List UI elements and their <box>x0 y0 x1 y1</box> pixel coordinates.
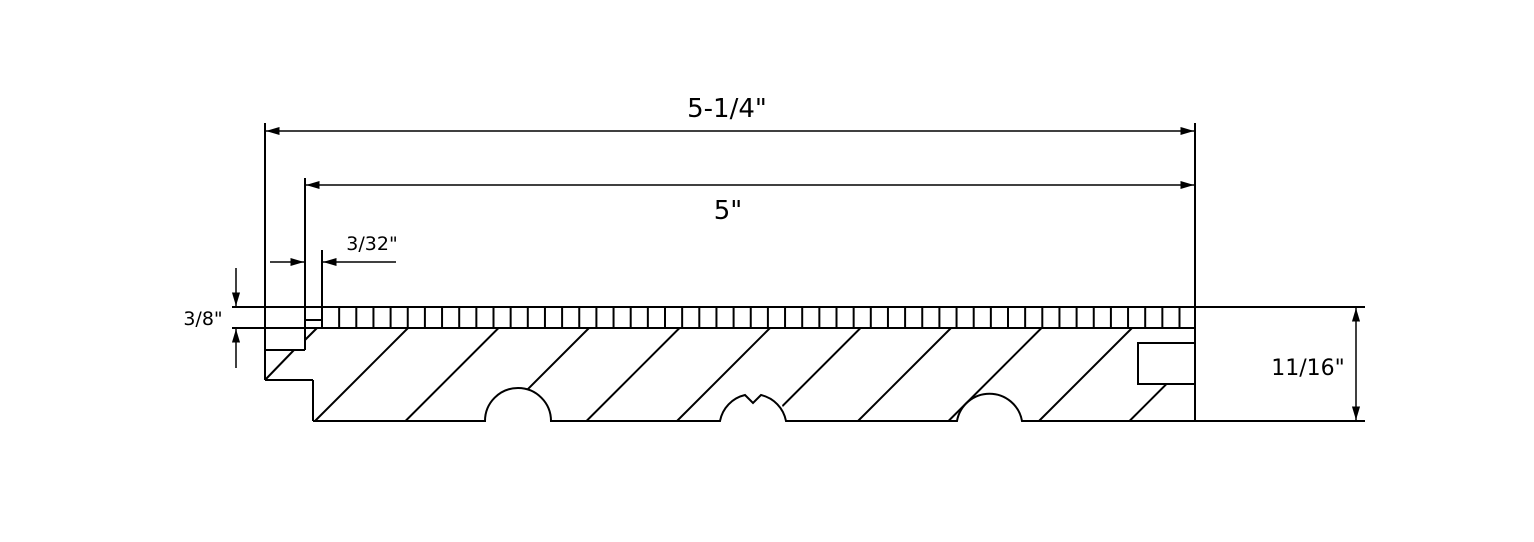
section-hatching <box>314 328 1195 421</box>
hatch-line <box>1128 328 1195 421</box>
hatch-line <box>585 328 681 421</box>
profile-outline <box>264 123 1365 422</box>
hatch-line <box>314 328 409 421</box>
tongue-offset-label: 3/32" <box>346 233 397 255</box>
dimension-face-thickness: 3/8" <box>183 268 241 368</box>
hatch-line <box>947 328 1043 421</box>
overall-width-label: 5-1/4" <box>687 94 767 124</box>
hatch-line <box>495 328 590 421</box>
dimension-face-width: 5" <box>306 180 1194 226</box>
dimension-total-thickness: 11/16" <box>1271 308 1361 420</box>
hatch-line <box>766 328 862 421</box>
dimension-tongue-offset: 3/32" <box>270 233 398 267</box>
face-width-label: 5" <box>714 196 743 226</box>
hatch-line <box>676 328 771 421</box>
total-thickness-label: 11/16" <box>1271 356 1345 381</box>
hatch-line <box>1038 328 1133 421</box>
face-thickness-label: 3/8" <box>183 308 222 330</box>
face-rail <box>232 306 1365 329</box>
dimension-overall-width: 5-1/4" <box>266 94 1194 136</box>
hatch-line <box>857 328 952 421</box>
hatch-line <box>404 328 500 421</box>
